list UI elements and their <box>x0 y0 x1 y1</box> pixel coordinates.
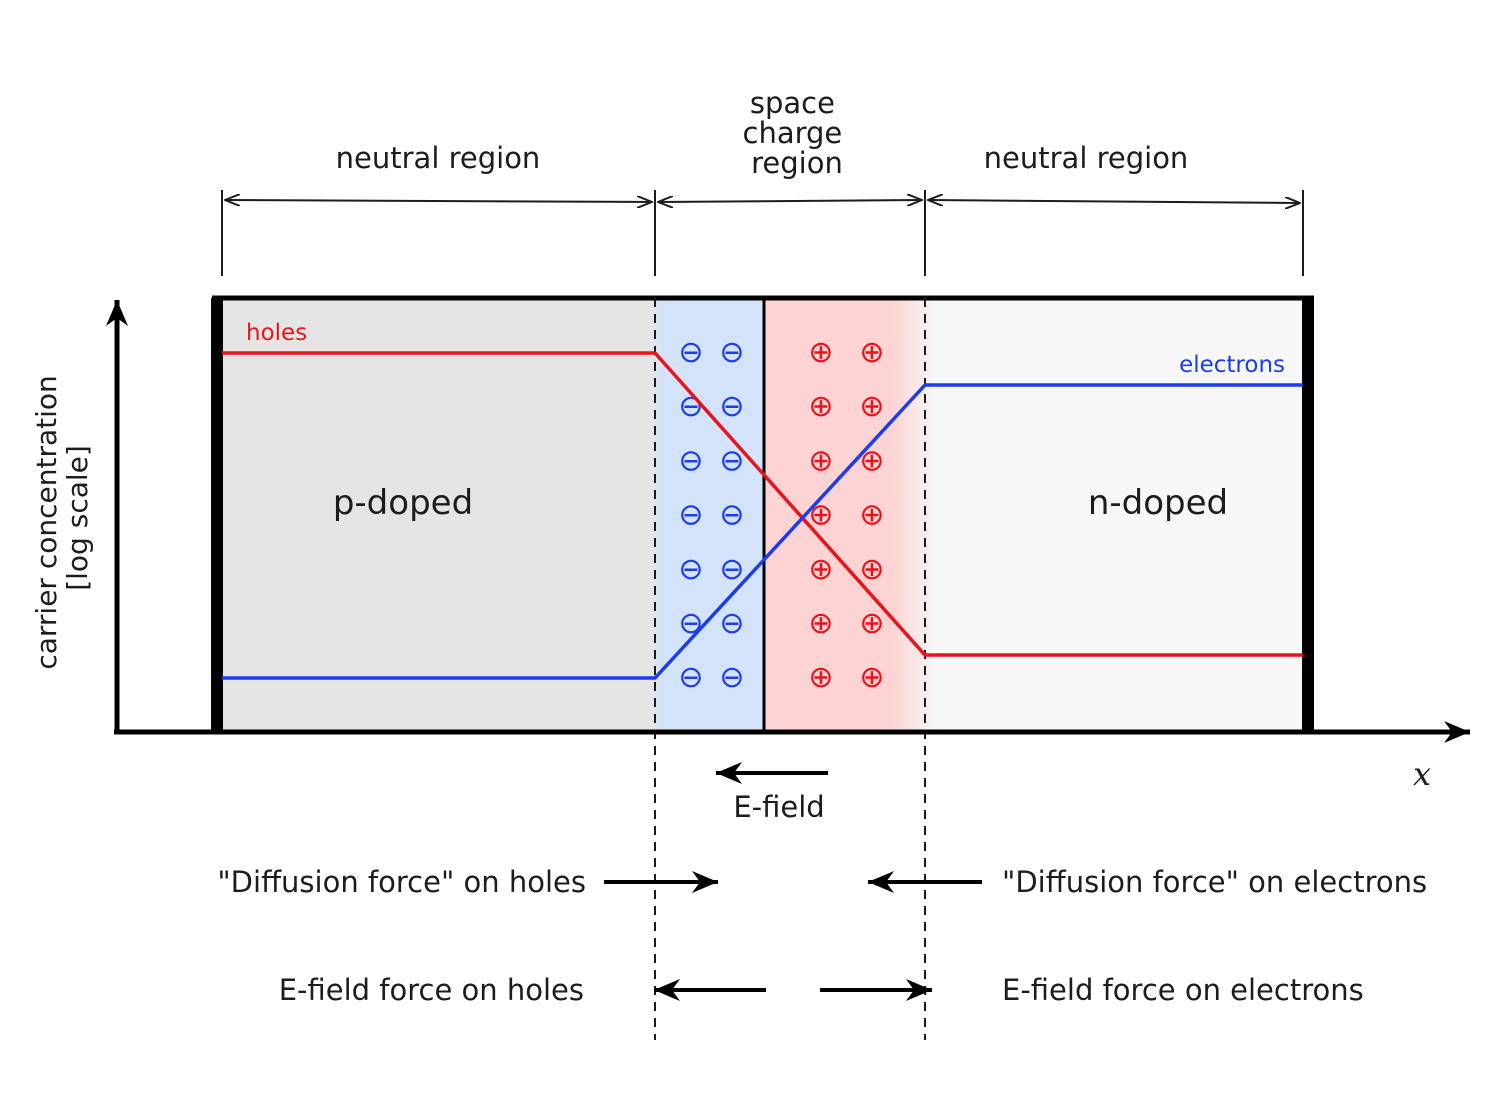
efield-force-electrons-label: E-field force on electrons <box>1002 973 1364 1007</box>
positive-depletion-zone <box>764 298 934 732</box>
e-field-label: E-field <box>733 790 824 824</box>
negative-charge: ⊖ <box>678 498 703 533</box>
positive-charge: ⊕ <box>808 660 833 695</box>
positive-charge: ⊕ <box>859 389 884 424</box>
middle-region-label-line1: space <box>750 86 835 120</box>
negative-charge: ⊖ <box>678 552 703 587</box>
positive-charge: ⊕ <box>859 660 884 695</box>
negative-charge: ⊖ <box>678 335 703 370</box>
negative-charge: ⊖ <box>719 498 744 533</box>
holes-curve <box>222 351 1303 657</box>
x-axis-label: x <box>1413 755 1431 793</box>
negative-charge: ⊖ <box>719 335 744 370</box>
positive-charge: ⊕ <box>859 552 884 587</box>
negative-charge: ⊖ <box>678 660 703 695</box>
positive-charges: ⊕⊕⊕⊕⊕⊕⊕⊕⊕⊕⊕⊕⊕⊕ <box>808 335 884 695</box>
dimension-arrow-left-region <box>225 200 652 202</box>
p-doped-label: p-doped <box>333 483 473 523</box>
electrons-curve <box>222 383 1303 680</box>
n-doped-region <box>934 298 1308 732</box>
dimension-arrow-right-region <box>928 200 1300 203</box>
y-axis-label-line2: [log scale] <box>61 445 94 591</box>
holes-label: holes <box>246 320 307 346</box>
middle-region-label: space charge region <box>743 86 852 180</box>
negative-charge: ⊖ <box>678 443 703 478</box>
right-region-label: neutral region <box>984 141 1189 175</box>
negative-charge: ⊖ <box>719 389 744 424</box>
dimension-arrow-space-charge-region <box>658 200 922 202</box>
negative-charge: ⊖ <box>719 552 744 587</box>
positive-charge: ⊕ <box>859 498 884 533</box>
y-axis-label: carrier concentration [log scale] <box>30 366 94 669</box>
diffusion-force-electrons-label: "Diffusion force" on electrons <box>1002 865 1427 899</box>
positive-charge: ⊕ <box>808 389 833 424</box>
negative-charge: ⊖ <box>719 660 744 695</box>
n-doped-label: n-doped <box>1088 483 1228 523</box>
negative-charge: ⊖ <box>678 606 703 641</box>
diffusion-force-holes-label: "Diffusion force" on holes <box>217 865 586 899</box>
left-region-label: neutral region <box>336 141 541 175</box>
positive-charge: ⊕ <box>808 335 833 370</box>
positive-charge: ⊕ <box>808 552 833 587</box>
negative-charge: ⊖ <box>719 606 744 641</box>
positive-charge: ⊕ <box>859 335 884 370</box>
negative-charges: ⊖⊖⊖⊖⊖⊖⊖⊖⊖⊖⊖⊖⊖⊖ <box>678 335 744 695</box>
y-axis-label-line1: carrier concentration <box>30 375 63 669</box>
middle-region-label-line3: region <box>751 146 843 180</box>
p-doped-region <box>216 298 656 732</box>
positive-charge: ⊕ <box>859 606 884 641</box>
electrons-label: electrons <box>1179 352 1285 378</box>
positive-charge: ⊕ <box>808 606 833 641</box>
positive-charge: ⊕ <box>859 443 884 478</box>
positive-charge: ⊕ <box>808 443 833 478</box>
middle-region-label-line2: charge <box>743 116 843 150</box>
efield-force-holes-label: E-field force on holes <box>279 973 584 1007</box>
